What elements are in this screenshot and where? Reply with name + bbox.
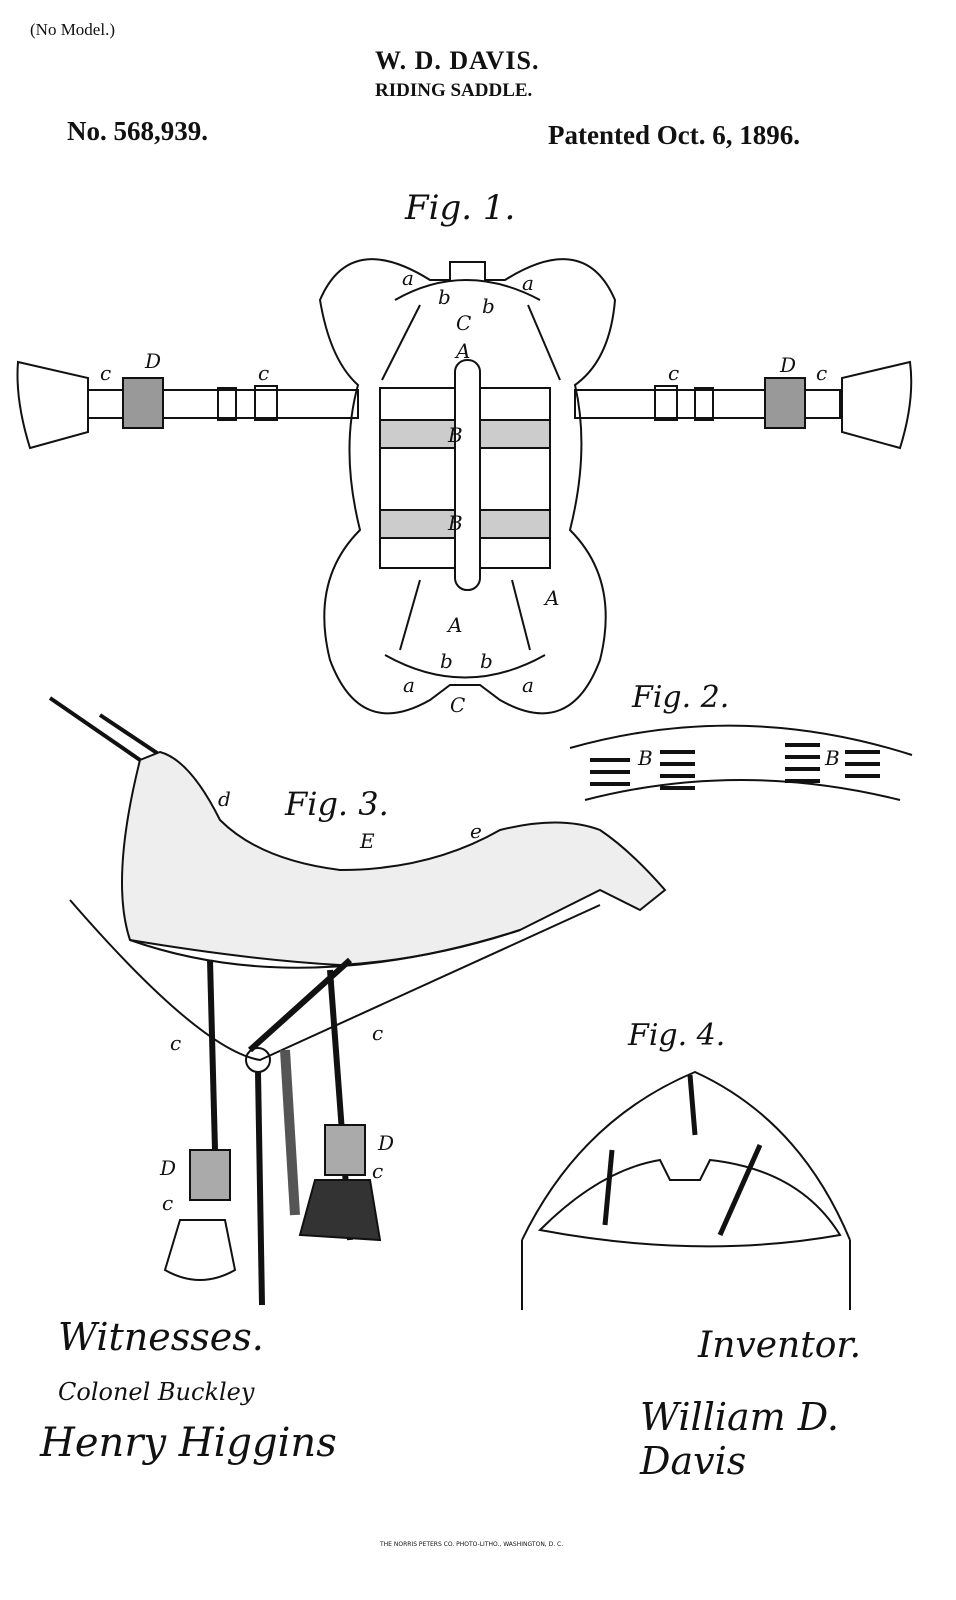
label-B: B	[824, 746, 840, 770]
label-b: b	[480, 649, 493, 673]
drawing-stroke	[165, 1220, 235, 1280]
label-e: e	[470, 819, 482, 843]
inventor-heading: Inventor.	[698, 1325, 861, 1366]
fig4-caption: Fig. 4.	[628, 1018, 725, 1053]
drawing-stroke	[255, 386, 277, 420]
drawing-stroke	[218, 388, 236, 420]
printer-credit: THE NORRIS PETERS CO. PHOTO-LITHO., WASH…	[380, 1541, 563, 1548]
drawing-stroke	[540, 1160, 840, 1246]
label-A: A	[446, 613, 462, 637]
label-b: b	[440, 649, 453, 673]
witness-signature-2: Henry Higgins	[40, 1420, 337, 1466]
drawing-stroke	[325, 1125, 365, 1175]
label-c: c	[372, 1159, 383, 1183]
label-D: D	[377, 1131, 394, 1155]
label-c: c	[170, 1031, 181, 1055]
label-B: B	[447, 423, 463, 447]
drawing-stroke	[522, 1240, 850, 1310]
fig4-saddle-tree-front	[522, 1072, 850, 1310]
drawing-stroke	[122, 752, 665, 965]
label-a: a	[522, 271, 534, 295]
drawing-stroke	[585, 780, 900, 800]
drawing-stroke	[522, 1072, 850, 1240]
drawing-stroke	[455, 360, 480, 590]
label-E: E	[359, 829, 375, 853]
drawing-stroke	[18, 362, 89, 448]
label-B: B	[447, 511, 463, 535]
label-b: b	[482, 294, 495, 318]
label-c: c	[668, 361, 679, 385]
label-c: c	[100, 361, 111, 385]
fig2-spring-section: B B	[570, 726, 912, 800]
drawing-stroke	[655, 386, 677, 420]
label-d: d	[218, 787, 231, 811]
witness-signature-1: Colonel Buckley	[58, 1378, 254, 1406]
fig1-stirrup-strap-left	[18, 362, 359, 448]
drawing-stroke	[300, 1180, 380, 1240]
drawing-stroke	[285, 1050, 295, 1215]
label-c: c	[816, 361, 827, 385]
label-a: a	[403, 673, 415, 697]
label-C: C	[456, 311, 471, 335]
drawing-stroke	[765, 378, 805, 428]
label-D: D	[159, 1156, 176, 1180]
label-A: A	[543, 586, 559, 610]
label-b: b	[438, 285, 451, 309]
drawing-stroke	[123, 378, 163, 428]
fig2-caption: Fig. 2.	[632, 680, 729, 715]
label-c: c	[258, 361, 269, 385]
drawing-stroke	[842, 362, 911, 448]
drawing-stroke	[190, 1150, 230, 1200]
drawing-stroke	[695, 388, 713, 420]
drawing-stroke	[605, 1075, 760, 1235]
label-a: a	[522, 673, 534, 697]
label-B: B	[637, 746, 653, 770]
label-c: c	[162, 1191, 173, 1215]
label-D: D	[144, 349, 161, 373]
label-C: C	[450, 693, 465, 717]
label-c: c	[372, 1021, 383, 1045]
fig1-stirrup-strap-right	[575, 362, 911, 448]
label-a: a	[402, 266, 414, 290]
drawing-stroke	[258, 1072, 262, 1305]
fig3-caption: Fig. 3.	[285, 785, 389, 823]
inventor-signature: William D. Davis	[640, 1395, 956, 1483]
label-A: A	[454, 339, 470, 363]
label-D: D	[779, 353, 796, 377]
witnesses-heading: Witnesses.	[58, 1315, 264, 1359]
